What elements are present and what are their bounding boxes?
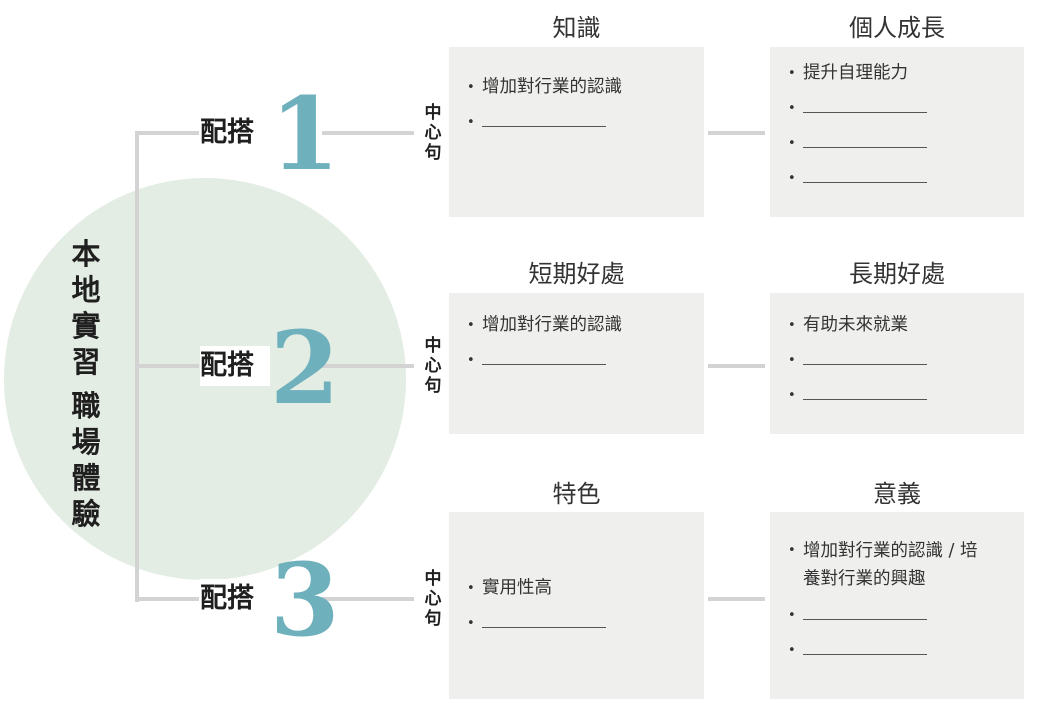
box-short-term: 增加對行業的認識 <box>449 293 704 434</box>
list-item: 有助未來就業 <box>788 313 1012 338</box>
blank-line <box>482 110 606 127</box>
box-connector-3 <box>708 597 765 601</box>
box-title-long-term: 長期好處 <box>849 260 945 288</box>
box-meaning: 增加對行業的認識 / 培養對行業的興趣 <box>770 512 1024 699</box>
blank-item <box>788 383 1012 408</box>
branch-connector-2 <box>135 364 199 368</box>
center-sentence-label-1: 中 心 句 <box>424 103 442 163</box>
box-knowledge: 增加對行業的認識 <box>449 47 704 217</box>
branch-connector-1 <box>135 131 199 135</box>
list-item: 提升自理能力 <box>788 61 1012 86</box>
list-item: 實用性高 <box>467 576 692 601</box>
blank-item <box>788 96 1012 121</box>
blank-line <box>803 638 927 655</box>
list-item: 增加對行業的認識 <box>467 75 692 100</box>
box-personal-growth: 提升自理能力 <box>770 47 1024 217</box>
pair-number-1: 1 <box>270 75 340 193</box>
blank-item <box>788 166 1012 191</box>
pair-number-3: 3 <box>270 541 340 659</box>
box-connector-1 <box>708 131 765 135</box>
blank-item <box>788 131 1012 156</box>
list-item: 增加對行業的認識 <box>467 313 692 338</box>
blank-line <box>803 131 927 148</box>
blank-item <box>788 348 1012 373</box>
blank-line <box>482 348 606 365</box>
blank-item <box>467 110 692 135</box>
center-connector-1 <box>322 131 414 135</box>
blank-line <box>803 603 927 620</box>
pair-number-2: 2 <box>270 309 340 427</box>
list-item: 增加對行業的認識 / 培養對行業的興趣 <box>788 537 984 593</box>
box-long-term: 有助未來就業 <box>770 293 1024 434</box>
blank-item <box>467 611 692 636</box>
center-connector-2 <box>322 364 414 368</box>
center-sentence-label-2: 中 心 句 <box>424 336 442 396</box>
box-title-personal-growth: 個人成長 <box>849 14 945 42</box>
box-title-meaning: 意義 <box>873 480 921 508</box>
blank-line <box>803 166 927 183</box>
box-feature: 實用性高 <box>449 512 704 699</box>
box-title-short-term: 短期好處 <box>528 260 625 288</box>
pair-label-1: 配搭 <box>200 113 270 153</box>
center-connector-3 <box>322 597 414 601</box>
pair-label-2: 配搭 <box>200 346 270 386</box>
pair-label-3: 配搭 <box>200 579 270 619</box>
blank-item <box>467 348 692 373</box>
blank-line <box>803 96 927 113</box>
blank-line <box>803 383 927 400</box>
blank-item <box>788 603 984 628</box>
center-sentence-label-3: 中 心 句 <box>424 569 442 629</box>
box-title-feature: 特色 <box>552 480 601 508</box>
branch-connector-3 <box>135 597 199 601</box>
blank-line <box>482 611 606 628</box>
blank-line <box>803 348 927 365</box>
topic-title: 本 地 實 習 職 場 體 驗 <box>71 237 101 531</box>
blank-item <box>788 638 984 663</box>
box-title-knowledge: 知識 <box>552 14 601 42</box>
box-connector-2 <box>708 364 765 368</box>
